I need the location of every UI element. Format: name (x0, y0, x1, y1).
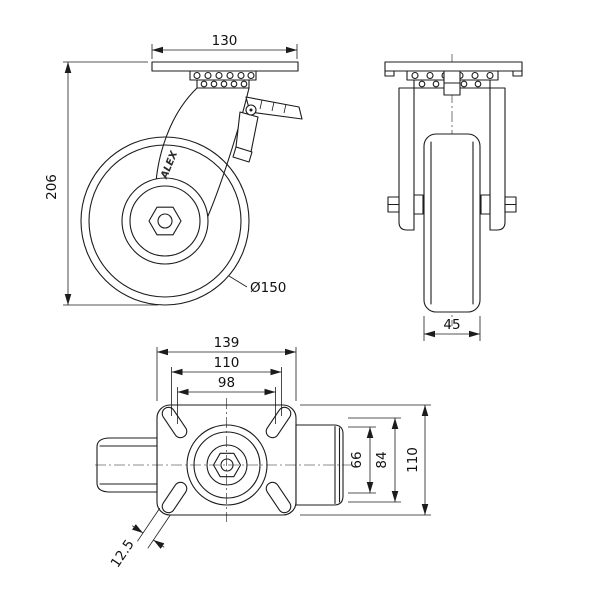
mounting-slot-top-right (265, 406, 292, 439)
dim-bolt-spacing-x-min: 98 (177, 375, 276, 424)
dim-slot-width: 12.5 (108, 507, 171, 571)
mounting-slots (161, 406, 292, 514)
dim-plate-width: 130 (151, 33, 298, 59)
dim-overall-height: 206 (44, 61, 158, 306)
dim-text-139: 139 (214, 335, 240, 351)
front-fork-right-leg (489, 87, 506, 231)
front-view: 45 (384, 54, 523, 341)
dim-plate-length: 139 (156, 335, 297, 401)
dim-plate-depth: 110 (300, 404, 431, 516)
front-fork-left-leg (398, 87, 415, 231)
axle-hex-nut (148, 206, 182, 236)
dim-text-84: 84 (374, 451, 390, 468)
dim-text-66: 66 (349, 451, 365, 468)
dim-wheel-width: 45 (423, 316, 481, 341)
front-axle-hardware (387, 194, 517, 215)
side-view: ALEX 130 206 Ø150 (44, 33, 303, 306)
front-top-plate (384, 61, 523, 72)
side-hub (121, 177, 209, 265)
side-wheel (80, 136, 250, 306)
mounting-slot-top-left (161, 406, 188, 439)
top-view: 139 110 98 66 84 (95, 335, 431, 571)
brake-lever (232, 96, 303, 163)
dim-text-110v: 110 (405, 447, 421, 473)
front-swivel-bearing (406, 70, 499, 96)
side-top-plate (151, 61, 299, 72)
top-hub-left (96, 437, 158, 493)
dim-text-45: 45 (443, 317, 460, 333)
dim-text-110h: 110 (214, 355, 240, 371)
side-swivel-bearing (189, 70, 257, 89)
dim-bolt-spacing-x-max: 110 (171, 355, 282, 416)
mounting-slot-bottom-left (161, 481, 188, 514)
dim-wheel-diameter: Ø150 (228, 275, 286, 296)
dim-text-130: 130 (212, 33, 238, 49)
mounting-slot-bottom-right (265, 481, 292, 514)
dim-text-206: 206 (44, 174, 60, 200)
dim-bolt-spacing-y-max: 84 (348, 417, 401, 503)
dim-text-98: 98 (218, 375, 235, 391)
dim-bolt-spacing-y-min: 66 (348, 426, 376, 494)
dim-text-diameter: Ø150 (250, 280, 286, 296)
dim-text-12-5: 12.5 (108, 537, 138, 571)
front-wheel (423, 133, 481, 313)
